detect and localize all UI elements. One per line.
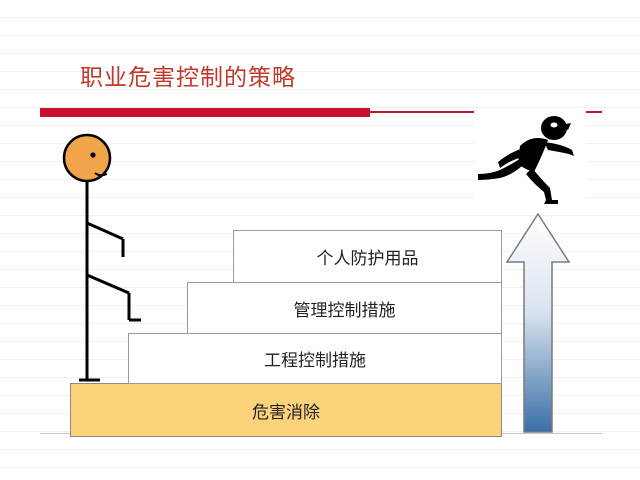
title-underline-bar [40, 108, 370, 117]
up-arrow-icon [505, 212, 571, 433]
step-engineering-controls: 工程控制措施 [128, 333, 502, 384]
running-figure-icon [478, 116, 574, 204]
stick-figure-climbing-icon [62, 133, 141, 382]
step-label: 危害消除 [252, 402, 320, 423]
step-hazard-elimination: 危害消除 [70, 383, 502, 437]
step-ppe: 个人防护用品 [233, 230, 502, 283]
step-label: 工程控制措施 [264, 351, 366, 371]
step-label: 个人防护用品 [316, 249, 419, 269]
step-administrative-controls: 管理控制措施 [187, 282, 502, 334]
step-label: 管理控制措施 [293, 300, 396, 321]
page-title: 职业危害控制的策略 [80, 65, 296, 91]
runner-panel [474, 108, 586, 214]
